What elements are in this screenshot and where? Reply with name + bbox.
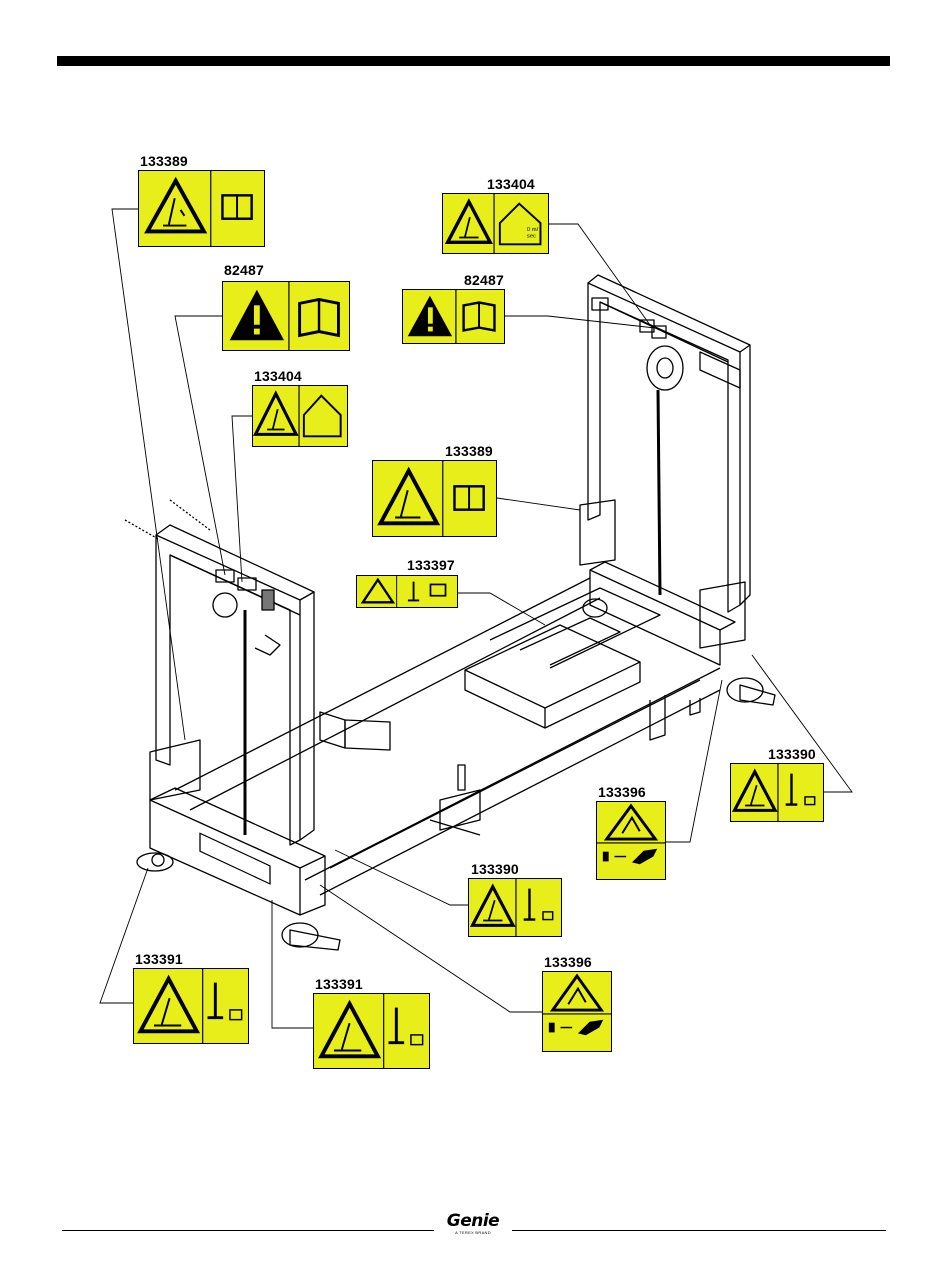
decal-number-133389-center: 133389 [445, 443, 493, 459]
footer-rule-right [512, 1230, 886, 1231]
decal-133389-top-left [138, 170, 265, 247]
crush-warning-mast-decal-graphic [314, 994, 429, 1068]
decal-133397 [356, 575, 458, 608]
svg-text:sec: sec [527, 234, 536, 240]
decal-133391-left [133, 968, 249, 1044]
crush-warning-outrigger-decal-graphic [731, 764, 823, 821]
crush-warning-manual-decal-graphic [373, 461, 496, 536]
footer-rule-left [62, 1230, 434, 1231]
crush-warning-mast-decal-graphic [357, 576, 457, 607]
decal-number-133404-top-right: 133404 [487, 176, 535, 192]
general-warning-manual-decal-graphic [403, 290, 504, 343]
brand-name: Genie [440, 1213, 506, 1230]
svg-text:0 m/: 0 m/ [527, 227, 539, 233]
decal-133391-center [313, 993, 430, 1069]
crush-warning-wind-indoor-decal-graphic: 0 m/ sec [443, 194, 548, 253]
crush-warning-manual-decal-graphic [139, 171, 264, 246]
general-warning-manual-decal-graphic [223, 282, 349, 350]
decal-133404-top-right: 0 m/ sec [442, 193, 549, 254]
decal-82487-left [222, 281, 350, 351]
decal-number-82487-left: 82487 [224, 262, 264, 278]
decal-133404-left [252, 385, 348, 447]
decal-82487-right [402, 289, 505, 344]
crush-warning-mast-decal-graphic [134, 969, 248, 1043]
hand-crush-decal-graphic [543, 972, 611, 1051]
crush-warning-outrigger-decal-graphic [469, 879, 561, 936]
decal-133389-center [372, 460, 497, 537]
genie-logo: Genie A TEREX BRAND [440, 1213, 506, 1235]
decal-number-133397: 133397 [407, 557, 455, 573]
decal-number-133396-bottom: 133396 [544, 954, 592, 970]
decal-number-133389-top-left: 133389 [140, 153, 188, 169]
decal-number-133390-center: 133390 [471, 861, 519, 877]
decal-133396-right [596, 801, 666, 880]
decal-number-133391-center: 133391 [315, 976, 363, 992]
decal-number-82487-right: 82487 [464, 272, 504, 288]
decal-number-133391-left: 133391 [135, 951, 183, 967]
hand-crush-decal-graphic [597, 802, 665, 879]
decal-number-133396-right: 133396 [598, 784, 646, 800]
decal-133396-bottom [542, 971, 612, 1052]
decal-number-133390-right: 133390 [768, 746, 816, 762]
decal-133390-right [730, 763, 824, 822]
crush-warning-wind-indoor-decal-graphic [253, 386, 347, 446]
decal-133390-center [468, 878, 562, 937]
decal-number-133404-left: 133404 [254, 368, 302, 384]
